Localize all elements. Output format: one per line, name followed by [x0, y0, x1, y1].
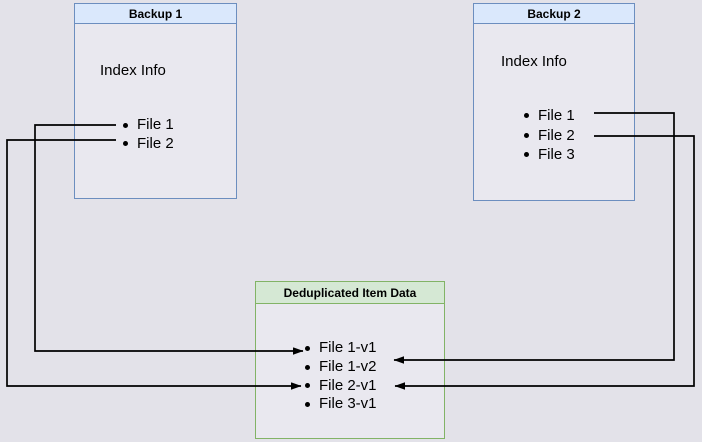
backup1-index-info-label: Index Info: [100, 62, 166, 79]
file-list-item: File 3-v1: [305, 395, 377, 414]
file-list-item: File 1: [123, 116, 174, 135]
backup1-title: Backup 1: [75, 4, 236, 24]
file-list-item: File 2: [524, 126, 575, 146]
file-list-item: File 2-v1: [305, 377, 377, 396]
file-list-item: File 1-v2: [305, 358, 377, 377]
backup2-title: Backup 2: [474, 4, 634, 24]
backup2-index-info-label: Index Info: [501, 53, 567, 70]
file-list-item: File 1-v1: [305, 339, 377, 358]
file-list-item: File 2: [123, 135, 174, 154]
file-list-item: File 3: [524, 145, 575, 165]
file-list-item: File 1: [524, 106, 575, 126]
dedup-title: Deduplicated Item Data: [256, 282, 444, 304]
